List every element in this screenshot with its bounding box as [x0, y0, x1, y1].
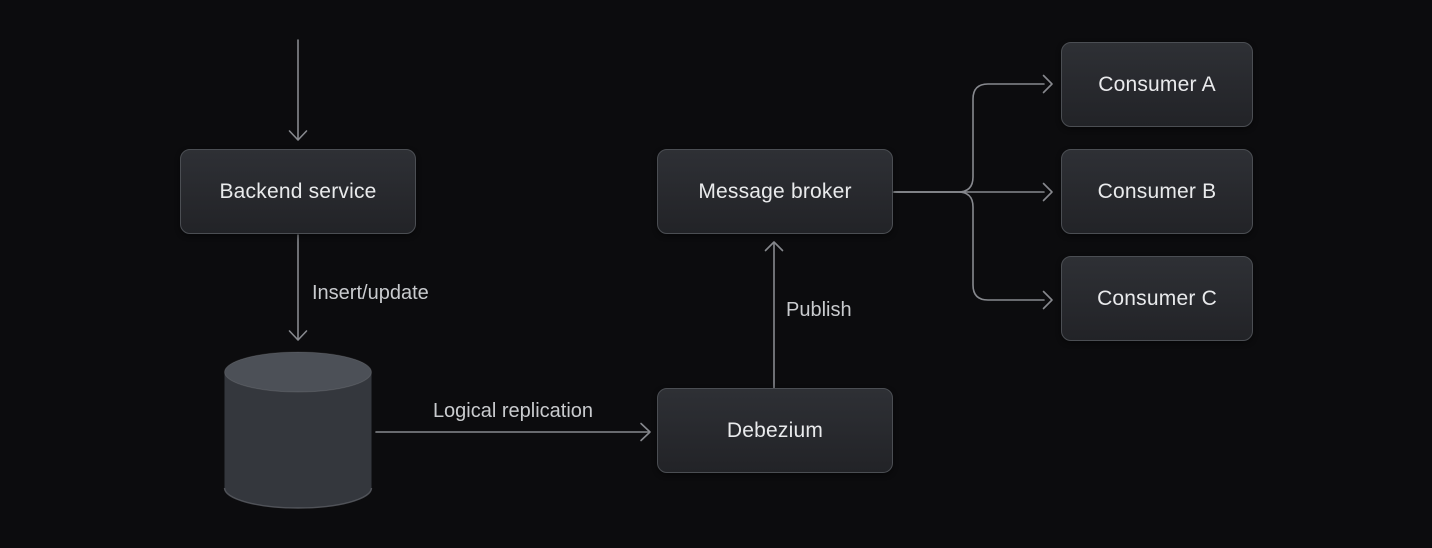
arrowhead-right-icon	[1042, 290, 1053, 310]
node-backend-service: Backend service	[180, 149, 416, 234]
arrowhead-up-icon	[764, 241, 784, 252]
edge-broker-to-consumer-a	[893, 83, 1045, 193]
edge-label-logical-replication: Logical replication	[432, 400, 594, 422]
node-consumer-b-label: Consumer B	[1097, 179, 1217, 203]
node-consumer-a-label: Consumer A	[1098, 72, 1216, 96]
node-consumer-c-label: Consumer C	[1097, 286, 1217, 310]
arrowhead-right-icon	[1042, 182, 1053, 202]
database-cylinder-icon	[223, 351, 373, 509]
edge-label-publish: Publish	[786, 299, 852, 321]
edge-broker-to-consumer-c	[893, 191, 1045, 301]
node-backend-service-label: Backend service	[219, 179, 377, 203]
node-debezium-label: Debezium	[726, 418, 824, 442]
node-debezium: Debezium	[657, 388, 893, 473]
node-message-broker-label: Message broker	[698, 179, 852, 203]
node-consumer-c: Consumer C	[1061, 256, 1253, 341]
arrowhead-right-icon	[640, 422, 651, 442]
node-consumer-b: Consumer B	[1061, 149, 1253, 234]
node-consumer-a: Consumer A	[1061, 42, 1253, 127]
node-message-broker: Message broker	[657, 149, 893, 234]
edge-label-insert-update: Insert/update	[312, 282, 429, 304]
arrowhead-down-icon	[288, 130, 308, 141]
arrowhead-right-icon	[1042, 74, 1053, 94]
arrowhead-down-icon	[288, 330, 308, 341]
